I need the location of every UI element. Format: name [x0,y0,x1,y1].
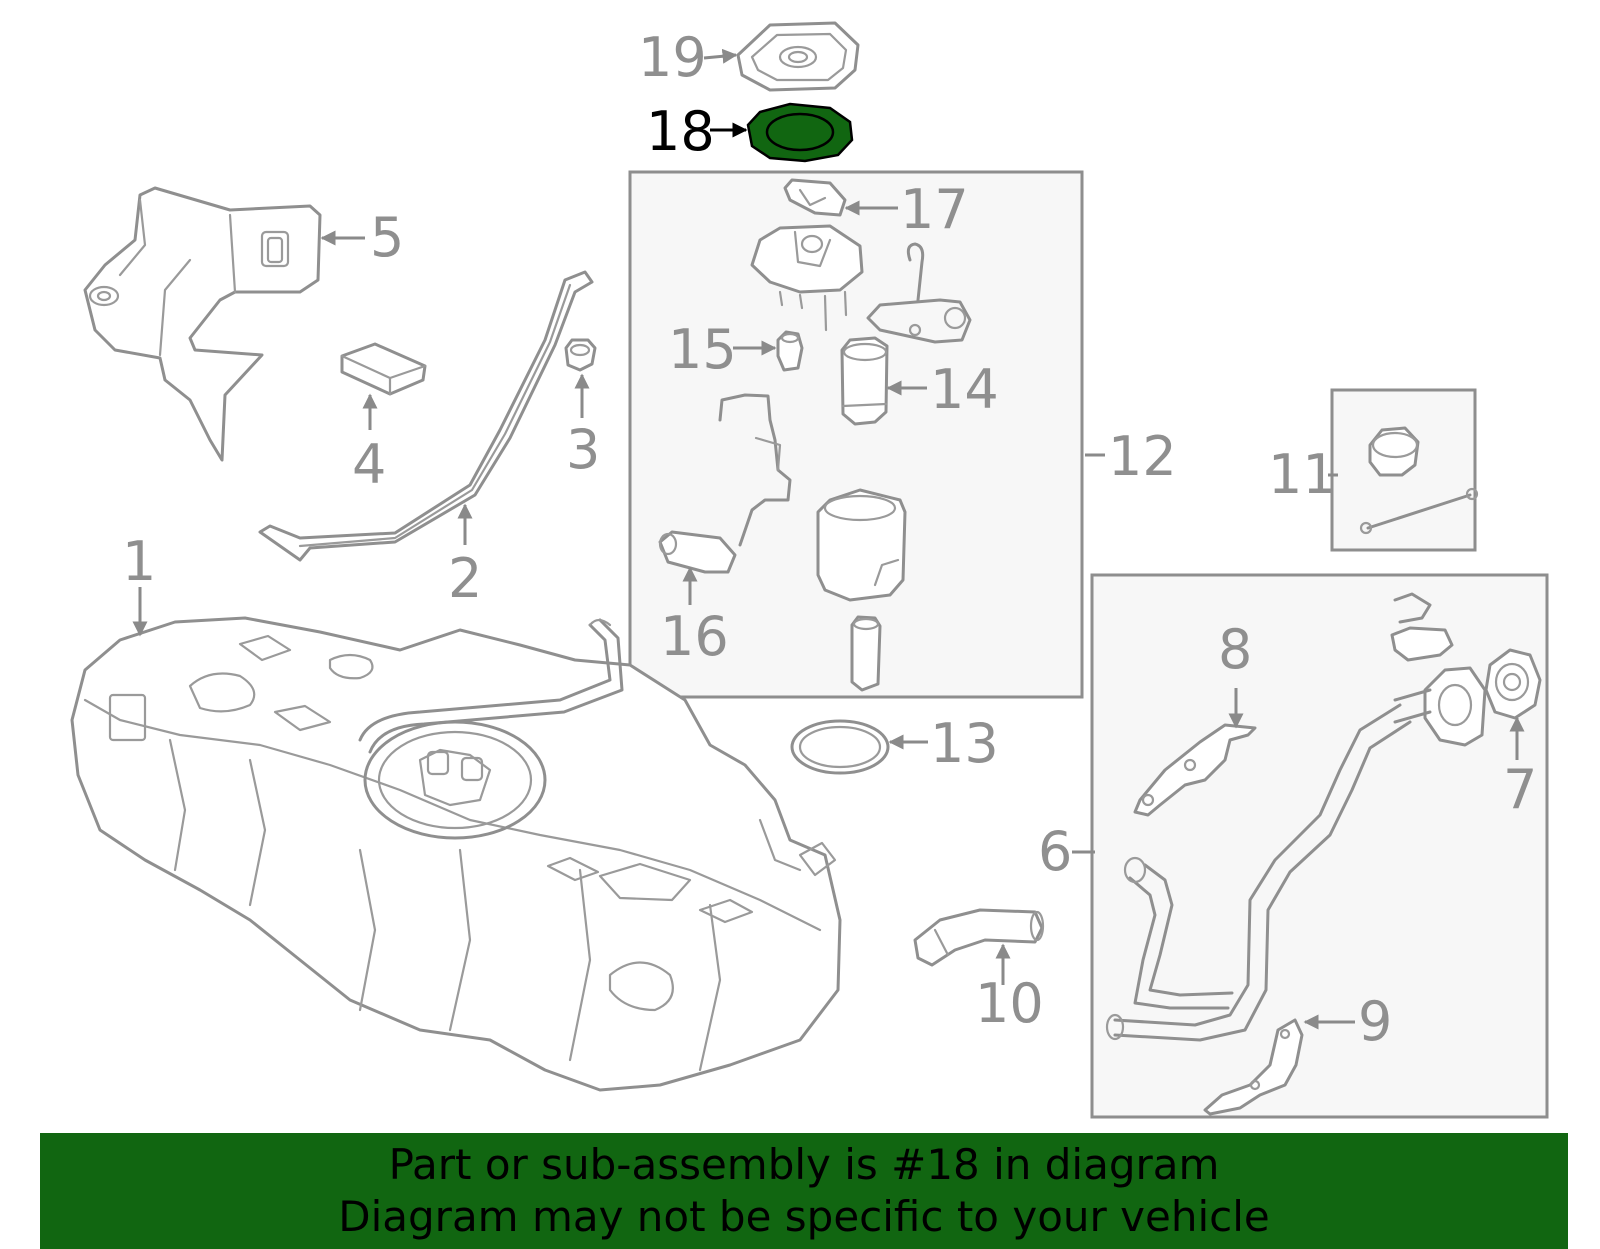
part-line-upper[interactable] [866,298,972,344]
part-6-filler-neck[interactable] [1105,592,1487,1042]
callout-15: 15 [668,318,737,381]
part-7-filler-housing[interactable] [1484,648,1542,720]
part-2-strap[interactable] [258,270,594,562]
callout-12: 12 [1108,425,1177,488]
callout-17: 17 [900,178,969,241]
callout-6: 6 [1038,820,1072,883]
callout-9: 9 [1358,990,1392,1053]
part-16-sender[interactable] [658,393,792,574]
part-9-bracket[interactable] [1203,1018,1304,1116]
callout-2: 2 [448,547,482,610]
info-banner: Part or sub-assembly is #18 in diagram D… [40,1133,1568,1249]
callout-3: 3 [566,418,600,481]
callout-labels: 19 18 17 5 15 14 4 3 12 11 1 2 16 8 13 7… [122,26,1537,1053]
part-18-ring-highlighted[interactable] [746,102,854,163]
part-8-bracket[interactable] [1133,723,1257,817]
callout-1: 1 [122,530,156,593]
callout-13: 13 [930,712,999,775]
part-11-fuel-cap[interactable] [1359,426,1479,535]
leader-arrows [132,48,1525,1030]
part-10-hose[interactable] [913,908,1045,967]
part-19-cover[interactable] [736,21,860,92]
callout-11: 11 [1268,443,1337,506]
part-5-heat-shield[interactable] [83,186,322,462]
callout-14: 14 [930,358,999,421]
callout-4: 4 [352,433,386,496]
callout-19: 19 [638,26,707,89]
pump-reservoir[interactable] [816,488,907,692]
callout-18: 18 [646,100,715,163]
part-1-fuel-tank[interactable] [70,616,842,1092]
callout-16: 16 [660,605,729,668]
part-15-valve[interactable] [776,330,804,372]
callout-10: 10 [975,972,1044,1035]
callout-5: 5 [370,206,404,269]
banner-line-2: Diagram may not be specific to your vehi… [338,1192,1270,1241]
part-17-retainer[interactable] [783,178,847,217]
part-13-gasket[interactable] [790,719,890,775]
part-4-pad[interactable] [340,342,427,396]
part-3-nut[interactable] [564,338,597,372]
part-14-fuel-pump[interactable] [840,336,889,426]
callout-7: 7 [1503,758,1537,821]
banner-line-1: Part or sub-assembly is #18 in diagram [388,1140,1220,1189]
pump-top-flange[interactable] [750,224,925,332]
callout-8: 8 [1218,618,1252,681]
